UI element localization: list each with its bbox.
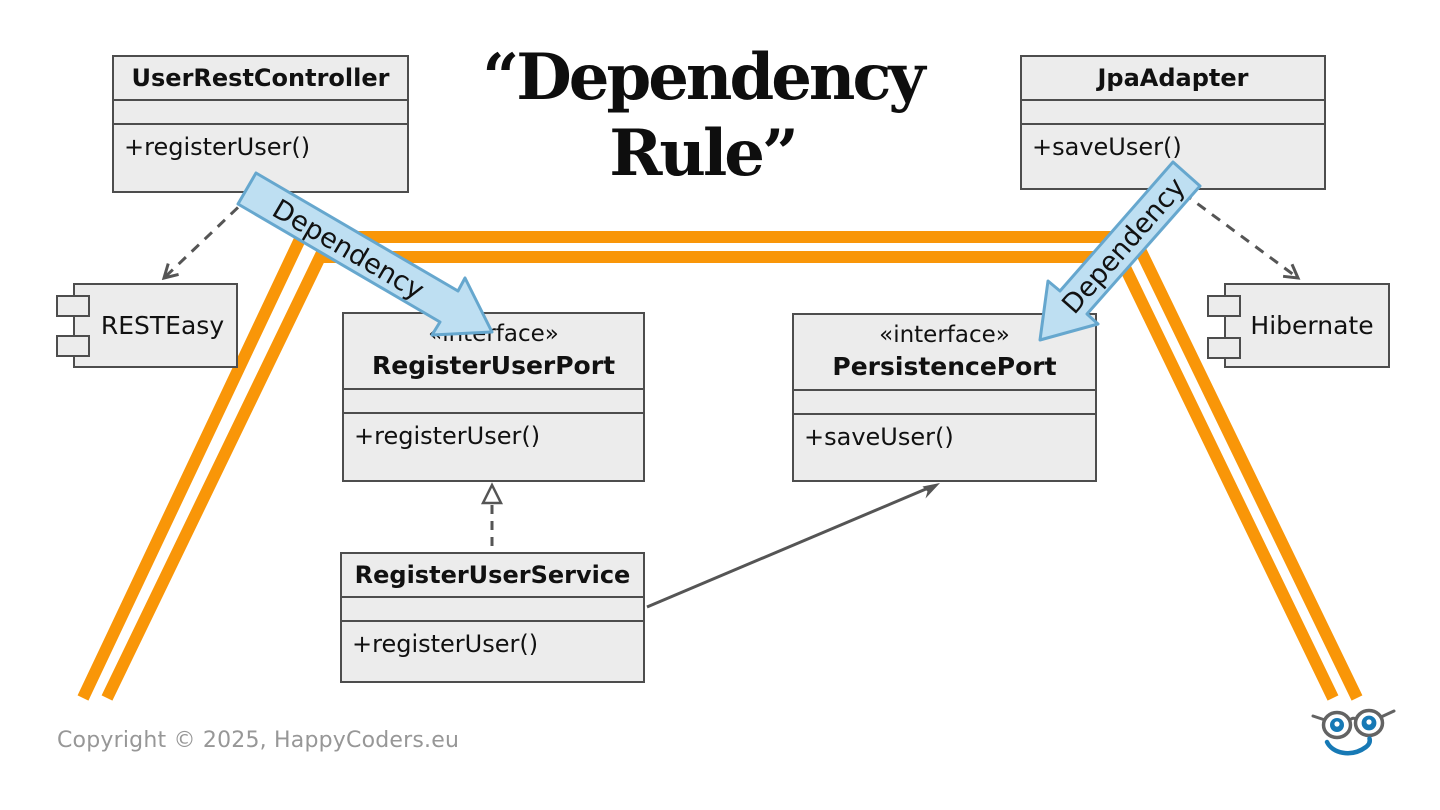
dashed-arrow-jpaadapter-to-hibernate	[1182, 191, 1301, 280]
class-method: +saveUser()	[804, 423, 954, 451]
class-register-user-service: RegisterUserService +registerUser()	[340, 552, 645, 683]
class-method: +saveUser()	[1032, 133, 1182, 161]
class-attributes-empty	[114, 101, 407, 125]
interface-stereotype: «interface»	[879, 322, 1010, 348]
interface-register-user-port: «interface» RegisterUserPort +registerUs…	[342, 312, 645, 482]
class-method: +registerUser()	[124, 133, 311, 161]
interface-stereotype: «interface»	[428, 321, 559, 347]
interface-persistence-port: «interface» PersistencePort +saveUser()	[792, 313, 1097, 482]
realization-triangle	[480, 482, 504, 505]
component-name: RESTEasy	[100, 311, 225, 340]
class-jpa-adapter: JpaAdapter +saveUser()	[1020, 55, 1326, 190]
class-name: JpaAdapter	[1022, 57, 1324, 101]
component-resteasy: RESTEasy	[56, 283, 238, 368]
boundary-line-outer	[77, 231, 1363, 701]
dependency-arrow-right-label: Dependency	[1056, 172, 1191, 320]
page-title-line1: “Dependency	[482, 40, 925, 115]
class-attributes-empty	[1022, 101, 1324, 125]
dashed-arrow-controller-to-resteasy	[161, 193, 253, 281]
dependency-arrow-left-label: Dependency	[267, 194, 429, 307]
class-user-rest-controller: UserRestController +registerUser()	[112, 55, 409, 193]
class-attributes-empty	[342, 598, 643, 622]
component-tab-icon	[56, 335, 90, 357]
interface-header: «interface» PersistencePort	[794, 315, 1095, 391]
page-title: “Dependency Rule”	[430, 40, 975, 192]
component-name: Hibernate	[1250, 311, 1374, 340]
interface-name: RegisterUserPort	[371, 351, 616, 380]
boundary-line-inner	[101, 251, 1339, 701]
copyright-text: Copyright © 2025, HappyCoders.eu	[57, 728, 460, 753]
page-title-line2: Rule”	[609, 116, 799, 191]
component-tab-icon	[1207, 337, 1241, 359]
class-method: +registerUser()	[354, 422, 541, 450]
component-tab-icon	[56, 295, 90, 317]
interface-name: PersistencePort	[832, 352, 1057, 381]
class-name: RegisterUserService	[342, 554, 643, 598]
class-name: UserRestController	[114, 57, 407, 101]
dependency-arrow-left	[236, 171, 494, 337]
interface-header: «interface» RegisterUserPort	[344, 314, 643, 390]
class-method: +registerUser()	[352, 630, 539, 658]
component-hibernate: Hibernate	[1207, 283, 1390, 368]
component-tab-icon	[1207, 295, 1241, 317]
happycoders-logo-icon	[1311, 708, 1396, 756]
class-attributes-empty	[344, 390, 643, 414]
class-attributes-empty	[794, 391, 1095, 415]
solid-arrow-head	[922, 483, 940, 499]
solid-arrow-service-to-persistenceport	[646, 484, 934, 609]
